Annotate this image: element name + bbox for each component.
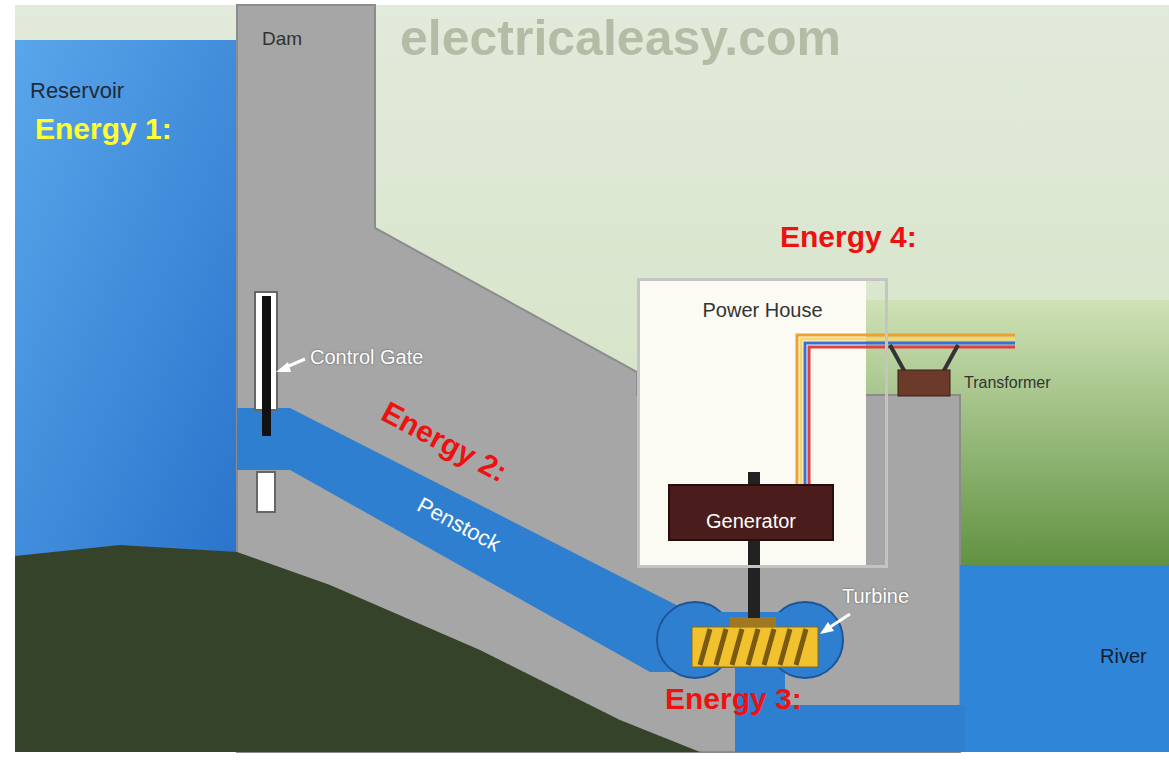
area-name: River	[1100, 645, 1147, 668]
energy-callout: Energy 1:	[35, 112, 172, 147]
reservoir-water	[15, 40, 237, 560]
building-name: Power House	[640, 281, 885, 322]
area-name: Reservoir	[30, 78, 124, 103]
part-name: Turbine	[842, 585, 909, 608]
part-name: Transformer	[964, 374, 1051, 392]
gate-slot	[257, 472, 275, 512]
machine-name: Generator	[706, 492, 796, 533]
turbine-runner	[692, 617, 818, 667]
leader-arrow	[820, 614, 850, 634]
generator-box: Generator	[668, 484, 834, 541]
power-house-fill	[637, 278, 866, 568]
part-name: Dam	[262, 28, 302, 50]
river-water	[960, 565, 1169, 752]
leader-arrow	[276, 359, 305, 372]
control-gate	[262, 296, 271, 436]
energy-callout: Energy 3:	[665, 682, 802, 717]
power-cables	[797, 335, 1015, 484]
energy-callout: Energy 4:	[780, 220, 917, 255]
part-name: Control Gate	[310, 346, 423, 369]
transformer-symbol	[890, 345, 958, 396]
power-house-box: Power HouseGenerator	[637, 278, 888, 568]
sky-ground	[15, 5, 1169, 752]
watermark: electricaleasy.com	[400, 10, 841, 68]
